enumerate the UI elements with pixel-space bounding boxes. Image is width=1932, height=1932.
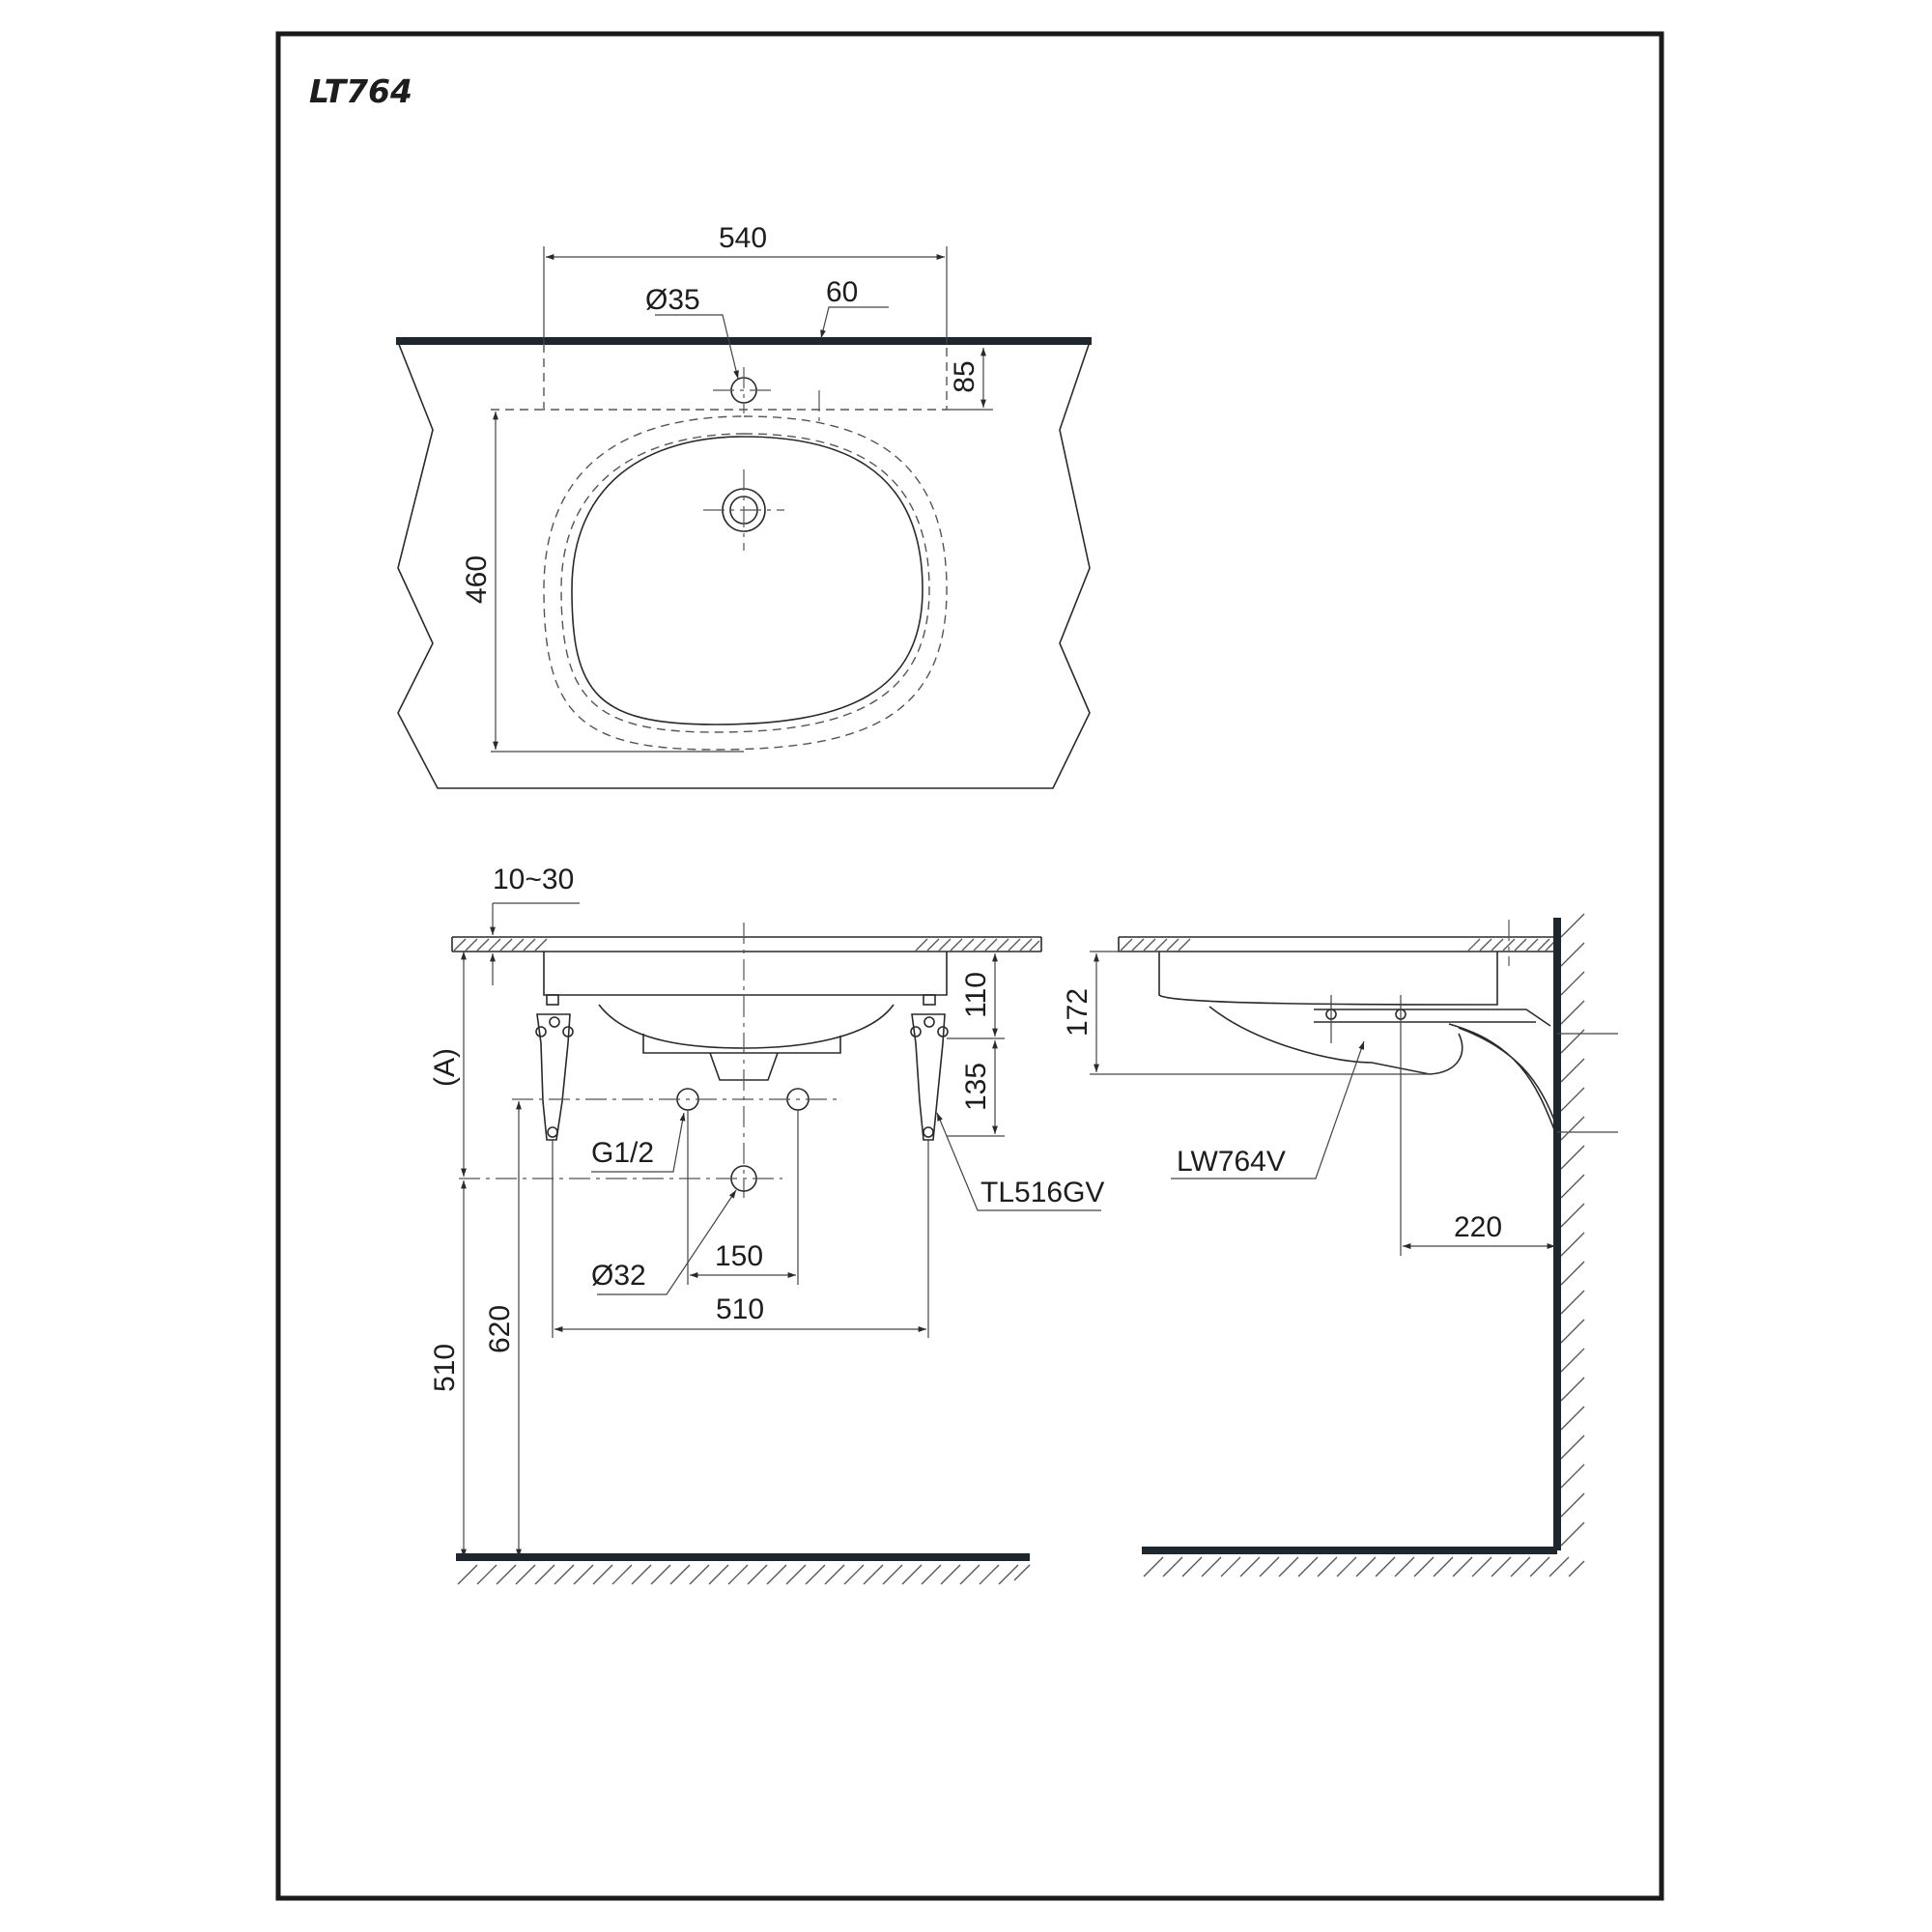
dim-supply-height: 620 bbox=[484, 1305, 516, 1353]
dim-depth: 460 bbox=[461, 555, 493, 604]
label-bracket-model: TL516GV bbox=[980, 1177, 1104, 1208]
top-view: 540 Ø35 60 85 460 bbox=[396, 222, 1092, 789]
dim-offset: 60 bbox=[826, 276, 858, 308]
dim-wall-distance: 220 bbox=[1454, 1211, 1502, 1243]
basin-front bbox=[543, 952, 948, 996]
frame-border bbox=[275, 31, 1664, 1901]
dim-waste-height: 510 bbox=[429, 1344, 461, 1392]
dim-side-height: 172 bbox=[1062, 988, 1094, 1037]
dim-supply-spacing: 150 bbox=[715, 1240, 763, 1272]
basin-bowl bbox=[571, 436, 923, 725]
left-bracket bbox=[535, 994, 574, 1141]
dim-hole-depth: 85 bbox=[949, 360, 980, 392]
front-view: 10~30 (A) 510 620 110 135 G1/2 TL516GV Ø… bbox=[429, 864, 1104, 1585]
basin-side bbox=[1158, 952, 1498, 1006]
dim-width: 540 bbox=[719, 222, 767, 254]
basin-outer-rim bbox=[543, 415, 948, 751]
dim-tap-hole: Ø35 bbox=[645, 284, 700, 316]
label-waste: Ø32 bbox=[591, 1260, 646, 1292]
dim-bowl-depth: 110 bbox=[960, 972, 992, 1018]
model-title: LT764 bbox=[309, 72, 412, 110]
right-bracket bbox=[910, 994, 949, 1141]
label-side-bracket: LW764V bbox=[1177, 1146, 1286, 1178]
dim-counter-thickness: 10~30 bbox=[493, 864, 574, 895]
label-supply: G1/2 bbox=[591, 1137, 654, 1169]
side-view: 172 LW764V 220 bbox=[1062, 913, 1618, 1577]
side-bracket bbox=[1314, 1009, 1560, 1133]
dim-bracket-spacing: 135 bbox=[960, 1063, 992, 1111]
dim-bracket-width: 510 bbox=[716, 1293, 764, 1325]
dim-height-a: (A) bbox=[429, 1048, 461, 1087]
